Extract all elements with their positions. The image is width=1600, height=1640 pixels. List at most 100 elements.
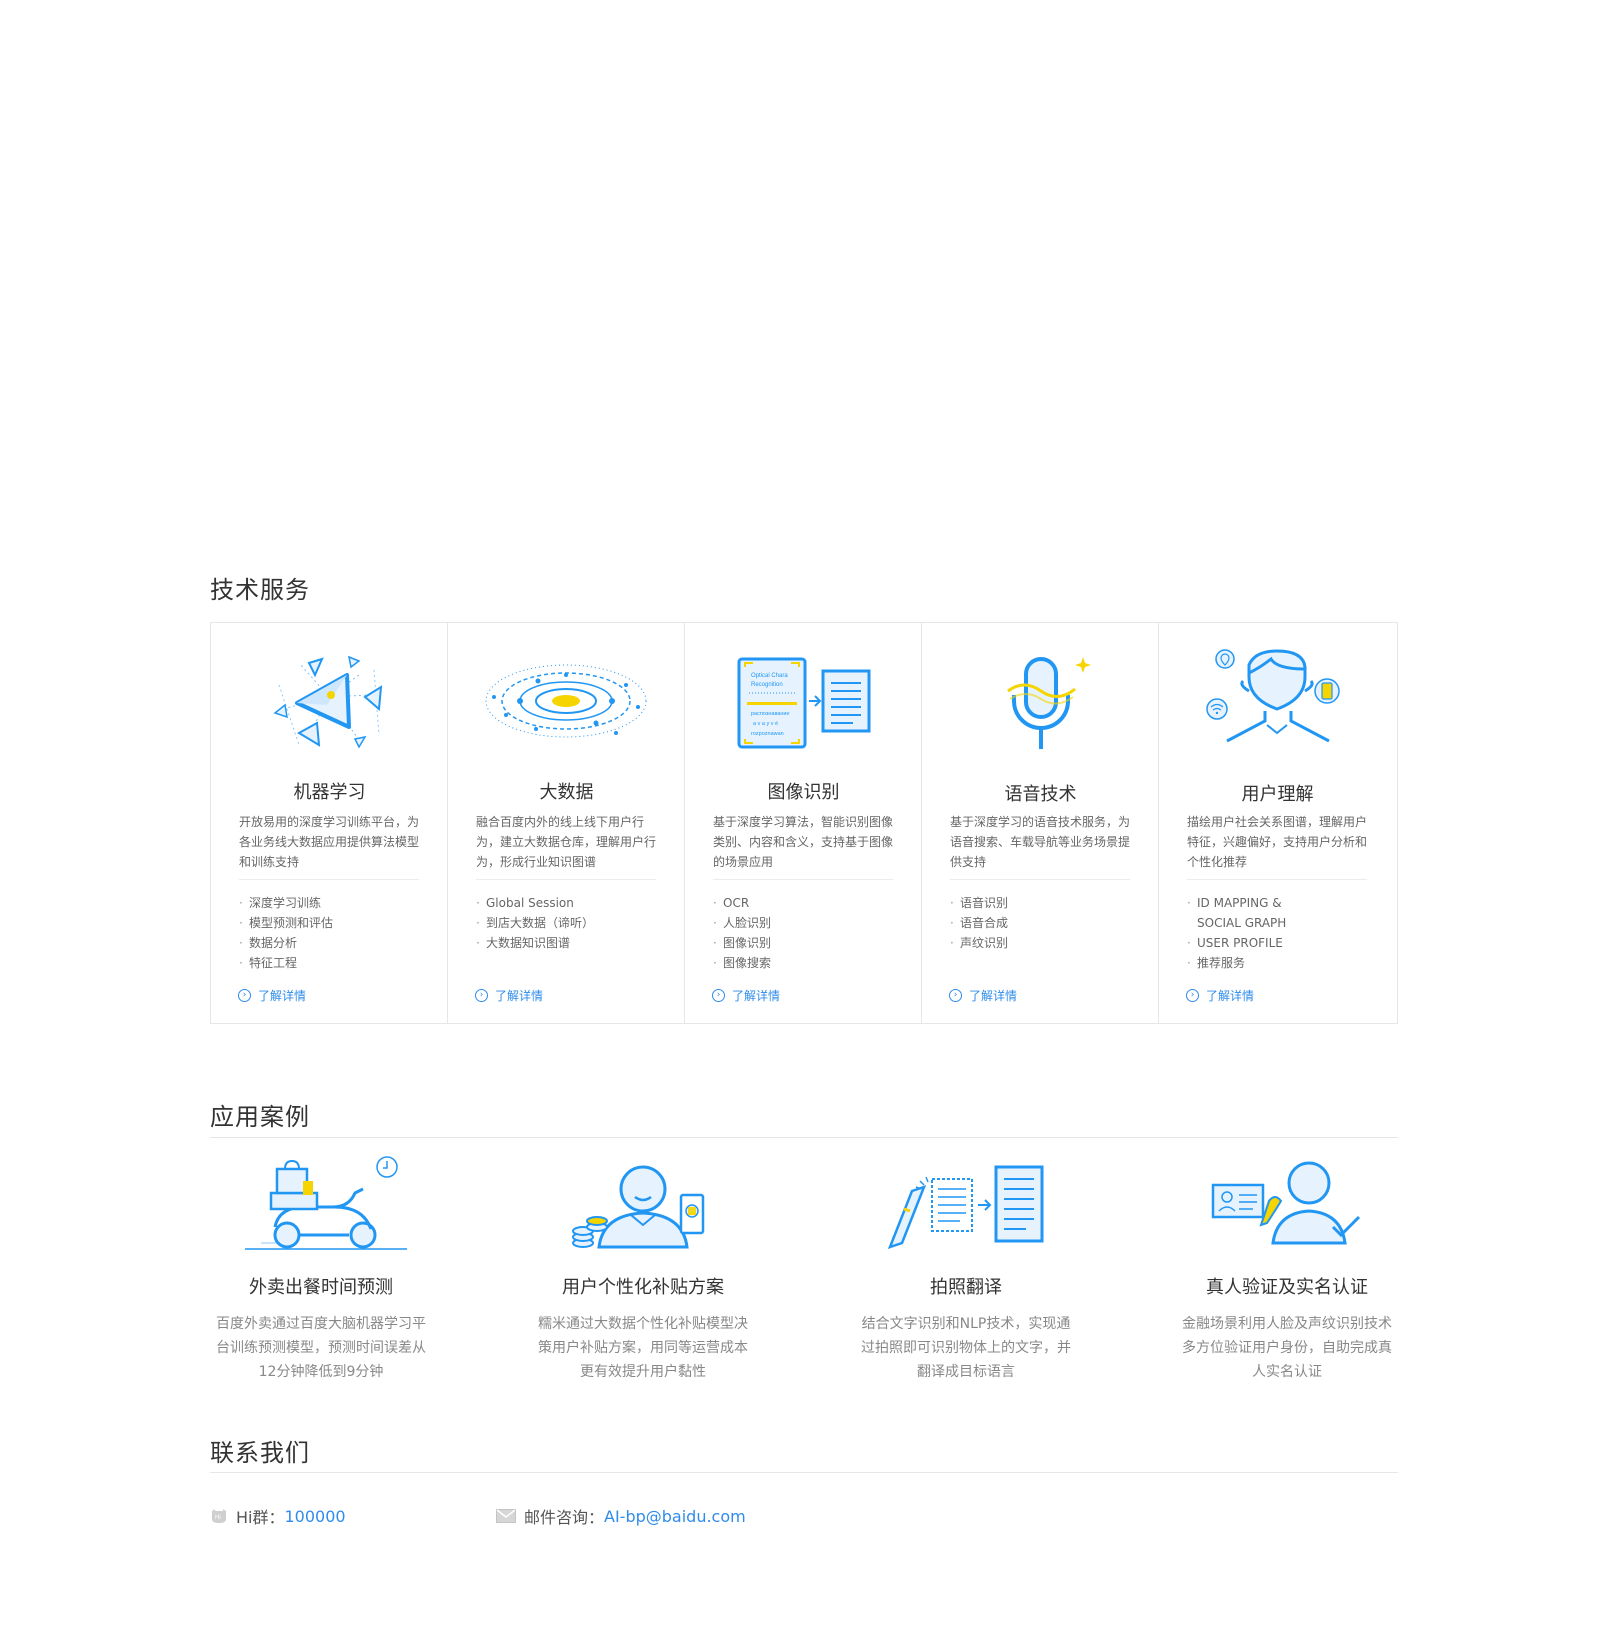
- list-item: OCR: [713, 893, 903, 913]
- chevron-right-icon: ›: [475, 989, 488, 1002]
- ocr-sample-line: распознавание: [751, 711, 790, 717]
- card-description: 基于深度学习的语音技术服务，为语音搜索、车载导航等业务场景提供支持: [950, 815, 1131, 869]
- learn-more-label: 了解详情: [258, 989, 307, 1003]
- list-item: SOCIAL GRAPH: [1197, 916, 1287, 930]
- card-title: 大数据: [539, 782, 594, 803]
- learn-more-link[interactable]: › 了解详情: [1186, 987, 1254, 1004]
- email-label: 邮件咨询：: [524, 1508, 605, 1527]
- contact-hi-group: Hi Hi群： 100000: [210, 1504, 346, 1528]
- list-item: 图像识别: [713, 933, 903, 953]
- card-divider: [239, 879, 419, 880]
- list-item: 人脸识别: [713, 913, 903, 933]
- image-recognition-icon: Optical Chara Recognition распознавание …: [713, 645, 893, 755]
- card-divider: [1187, 879, 1367, 880]
- case-item: 真人验证及实名认证 金融场景利用人脸及声纹识别技术多方位验证用户身份，自助完成真…: [1176, 1155, 1398, 1385]
- section-divider: [210, 1137, 1398, 1138]
- case-description: 百度外卖通过百度大脑机器学习平台训练预测模型，预测时间误差从12分钟降低到9分钟: [216, 1316, 426, 1380]
- machine-learning-icon: [239, 645, 419, 755]
- ocr-sample-line: rozpoznawan: [751, 731, 784, 737]
- list-item: 到店大数据（谛听）: [476, 913, 666, 933]
- chevron-right-icon: ›: [949, 989, 962, 1002]
- card-title: 语音技术: [1004, 784, 1077, 805]
- speech-technology-icon: [950, 645, 1130, 755]
- case-description: 金融场景利用人脸及声纹识别技术多方位验证用户身份，自助完成真人实名认证: [1182, 1316, 1392, 1380]
- contact-email: 邮件咨询： AI-bp@baidu.com: [496, 1504, 746, 1528]
- big-data-icon: [476, 645, 656, 755]
- hi-group-number[interactable]: 100000: [284, 1506, 346, 1526]
- photo-translate-icon: [876, 1155, 1056, 1255]
- tech-card-machine-learning: 机器学习 开放易用的深度学习训练平台，为各业务线大数据应用提供算法模型和训练支持…: [211, 623, 448, 1023]
- learn-more-link[interactable]: › 了解详情: [949, 987, 1017, 1004]
- chevron-right-icon: ›: [712, 989, 725, 1002]
- list-item: 图像搜索: [713, 953, 903, 973]
- learn-more-label: 了解详情: [495, 989, 544, 1003]
- tech-card-image-recognition: Optical Chara Recognition распознавание …: [685, 623, 922, 1023]
- list-item: 特征工程: [239, 953, 429, 973]
- card-feature-list: 语音识别 语音合成 声纹识别: [950, 893, 1140, 953]
- card-divider: [476, 879, 656, 880]
- ocr-sample-line: Recognition: [751, 682, 783, 688]
- list-item: 语音合成: [950, 913, 1140, 933]
- delivery-scooter-icon: [231, 1155, 411, 1255]
- card-description: 融合百度内外的线上线下用户行为，建立大数据仓库，理解用户行为，形成行业知识图谱: [476, 815, 657, 869]
- card-divider: [950, 879, 1130, 880]
- tech-services-cards: 机器学习 开放易用的深度学习训练平台，为各业务线大数据应用提供算法模型和训练支持…: [210, 622, 1398, 1024]
- ocr-sample-line: Optical Chara: [751, 673, 788, 679]
- mail-icon: [496, 1509, 516, 1523]
- email-link[interactable]: AI-bp@baidu.com: [604, 1506, 746, 1526]
- case-title: 外卖出餐时间预测: [249, 1277, 393, 1298]
- contact-heading: 联系我们: [210, 1439, 310, 1467]
- list-item: 数据分析: [239, 933, 429, 953]
- cases-heading: 应用案例: [210, 1103, 310, 1131]
- case-item: 用户个性化补贴方案 糯米通过大数据个性化补贴模型决策用户补贴方案，用同等运营成本…: [532, 1155, 754, 1385]
- card-title: 用户理解: [1241, 784, 1314, 805]
- case-title: 用户个性化补贴方案: [562, 1277, 724, 1298]
- case-item: 外卖出餐时间预测 百度外卖通过百度大脑机器学习平台训练预测模型，预测时间误差从1…: [210, 1155, 432, 1385]
- card-title: 图像识别: [767, 782, 840, 803]
- list-item: ID MAPPING &: [1187, 893, 1377, 913]
- chevron-right-icon: ›: [1186, 989, 1199, 1002]
- list-item: Global Session: [476, 893, 666, 913]
- list-item: 声纹识别: [950, 933, 1140, 953]
- card-feature-list: Global Session 到店大数据（谛听） 大数据知识图谱: [476, 893, 666, 953]
- hi-chat-icon: Hi: [212, 1509, 226, 1523]
- list-item: 模型预测和评估: [239, 913, 429, 933]
- learn-more-link[interactable]: › 了解详情: [475, 987, 543, 1004]
- tech-card-big-data: 大数据 融合百度内外的线上线下用户行为，建立大数据仓库，理解用户行为，形成行业知…: [448, 623, 685, 1023]
- case-description: 糯米通过大数据个性化补贴模型决策用户补贴方案，用同等运营成本更有效提升用户黏性: [538, 1316, 748, 1380]
- hi-group-label: Hi群：: [236, 1508, 285, 1527]
- case-title: 真人验证及实名认证: [1206, 1277, 1368, 1298]
- tech-card-speech: 语音技术 基于深度学习的语音技术服务，为语音搜索、车载导航等业务场景提供支持 语…: [922, 623, 1159, 1023]
- cases-list: 外卖出餐时间预测 百度外卖通过百度大脑机器学习平台训练预测模型，预测时间误差从1…: [210, 1155, 1398, 1385]
- card-divider: [713, 879, 893, 880]
- learn-more-link[interactable]: › 了解详情: [238, 987, 306, 1004]
- list-item: USER PROFILE: [1187, 933, 1377, 953]
- ocr-sample-line: a v a y v é: [753, 721, 778, 727]
- list-item: 大数据知识图谱: [476, 933, 666, 953]
- tech-services-heading: 技术服务: [210, 576, 310, 604]
- chevron-right-icon: ›: [238, 989, 251, 1002]
- case-item: 拍照翻译 结合文字识别和NLP技术，实现通过拍照即可识别物体上的文字，并翻译成目…: [855, 1155, 1077, 1385]
- card-feature-list: ID MAPPING & SOCIAL GRAPH USER PROFILE 推…: [1187, 893, 1377, 973]
- learn-more-link[interactable]: › 了解详情: [712, 987, 780, 1004]
- card-description: 基于深度学习算法，智能识别图像类别、内容和含义，支持基于图像的场景应用: [713, 815, 894, 869]
- case-description: 结合文字识别和NLP技术，实现通过拍照即可识别物体上的文字，并翻译成目标语言: [861, 1316, 1071, 1380]
- user-understanding-icon: [1187, 645, 1367, 755]
- tech-card-user-understanding: 用户理解 描绘用户社会关系图谱，理解用户特征，兴趣偏好，支持用户分析和个性化推荐…: [1159, 623, 1396, 1023]
- section-divider: [210, 1472, 1398, 1473]
- case-title: 拍照翻译: [930, 1277, 1002, 1298]
- learn-more-label: 了解详情: [1206, 989, 1255, 1003]
- card-feature-list: 深度学习训练 模型预测和评估 数据分析 特征工程: [239, 893, 429, 973]
- learn-more-label: 了解详情: [969, 989, 1018, 1003]
- card-title: 机器学习: [293, 782, 366, 803]
- card-feature-list: OCR 人脸识别 图像识别 图像搜索: [713, 893, 903, 973]
- subsidy-user-icon: [553, 1155, 733, 1255]
- learn-more-label: 了解详情: [732, 989, 781, 1003]
- card-description: 描绘用户社会关系图谱，理解用户特征，兴趣偏好，支持用户分析和个性化推荐: [1187, 815, 1368, 869]
- card-description: 开放易用的深度学习训练平台，为各业务线大数据应用提供算法模型和训练支持: [239, 815, 420, 869]
- list-item: 语音识别: [950, 893, 1140, 913]
- list-item: 推荐服务: [1187, 953, 1377, 973]
- list-item: 深度学习训练: [239, 893, 429, 913]
- svg-text:Hi: Hi: [215, 1515, 221, 1521]
- identity-verify-icon: [1197, 1155, 1377, 1255]
